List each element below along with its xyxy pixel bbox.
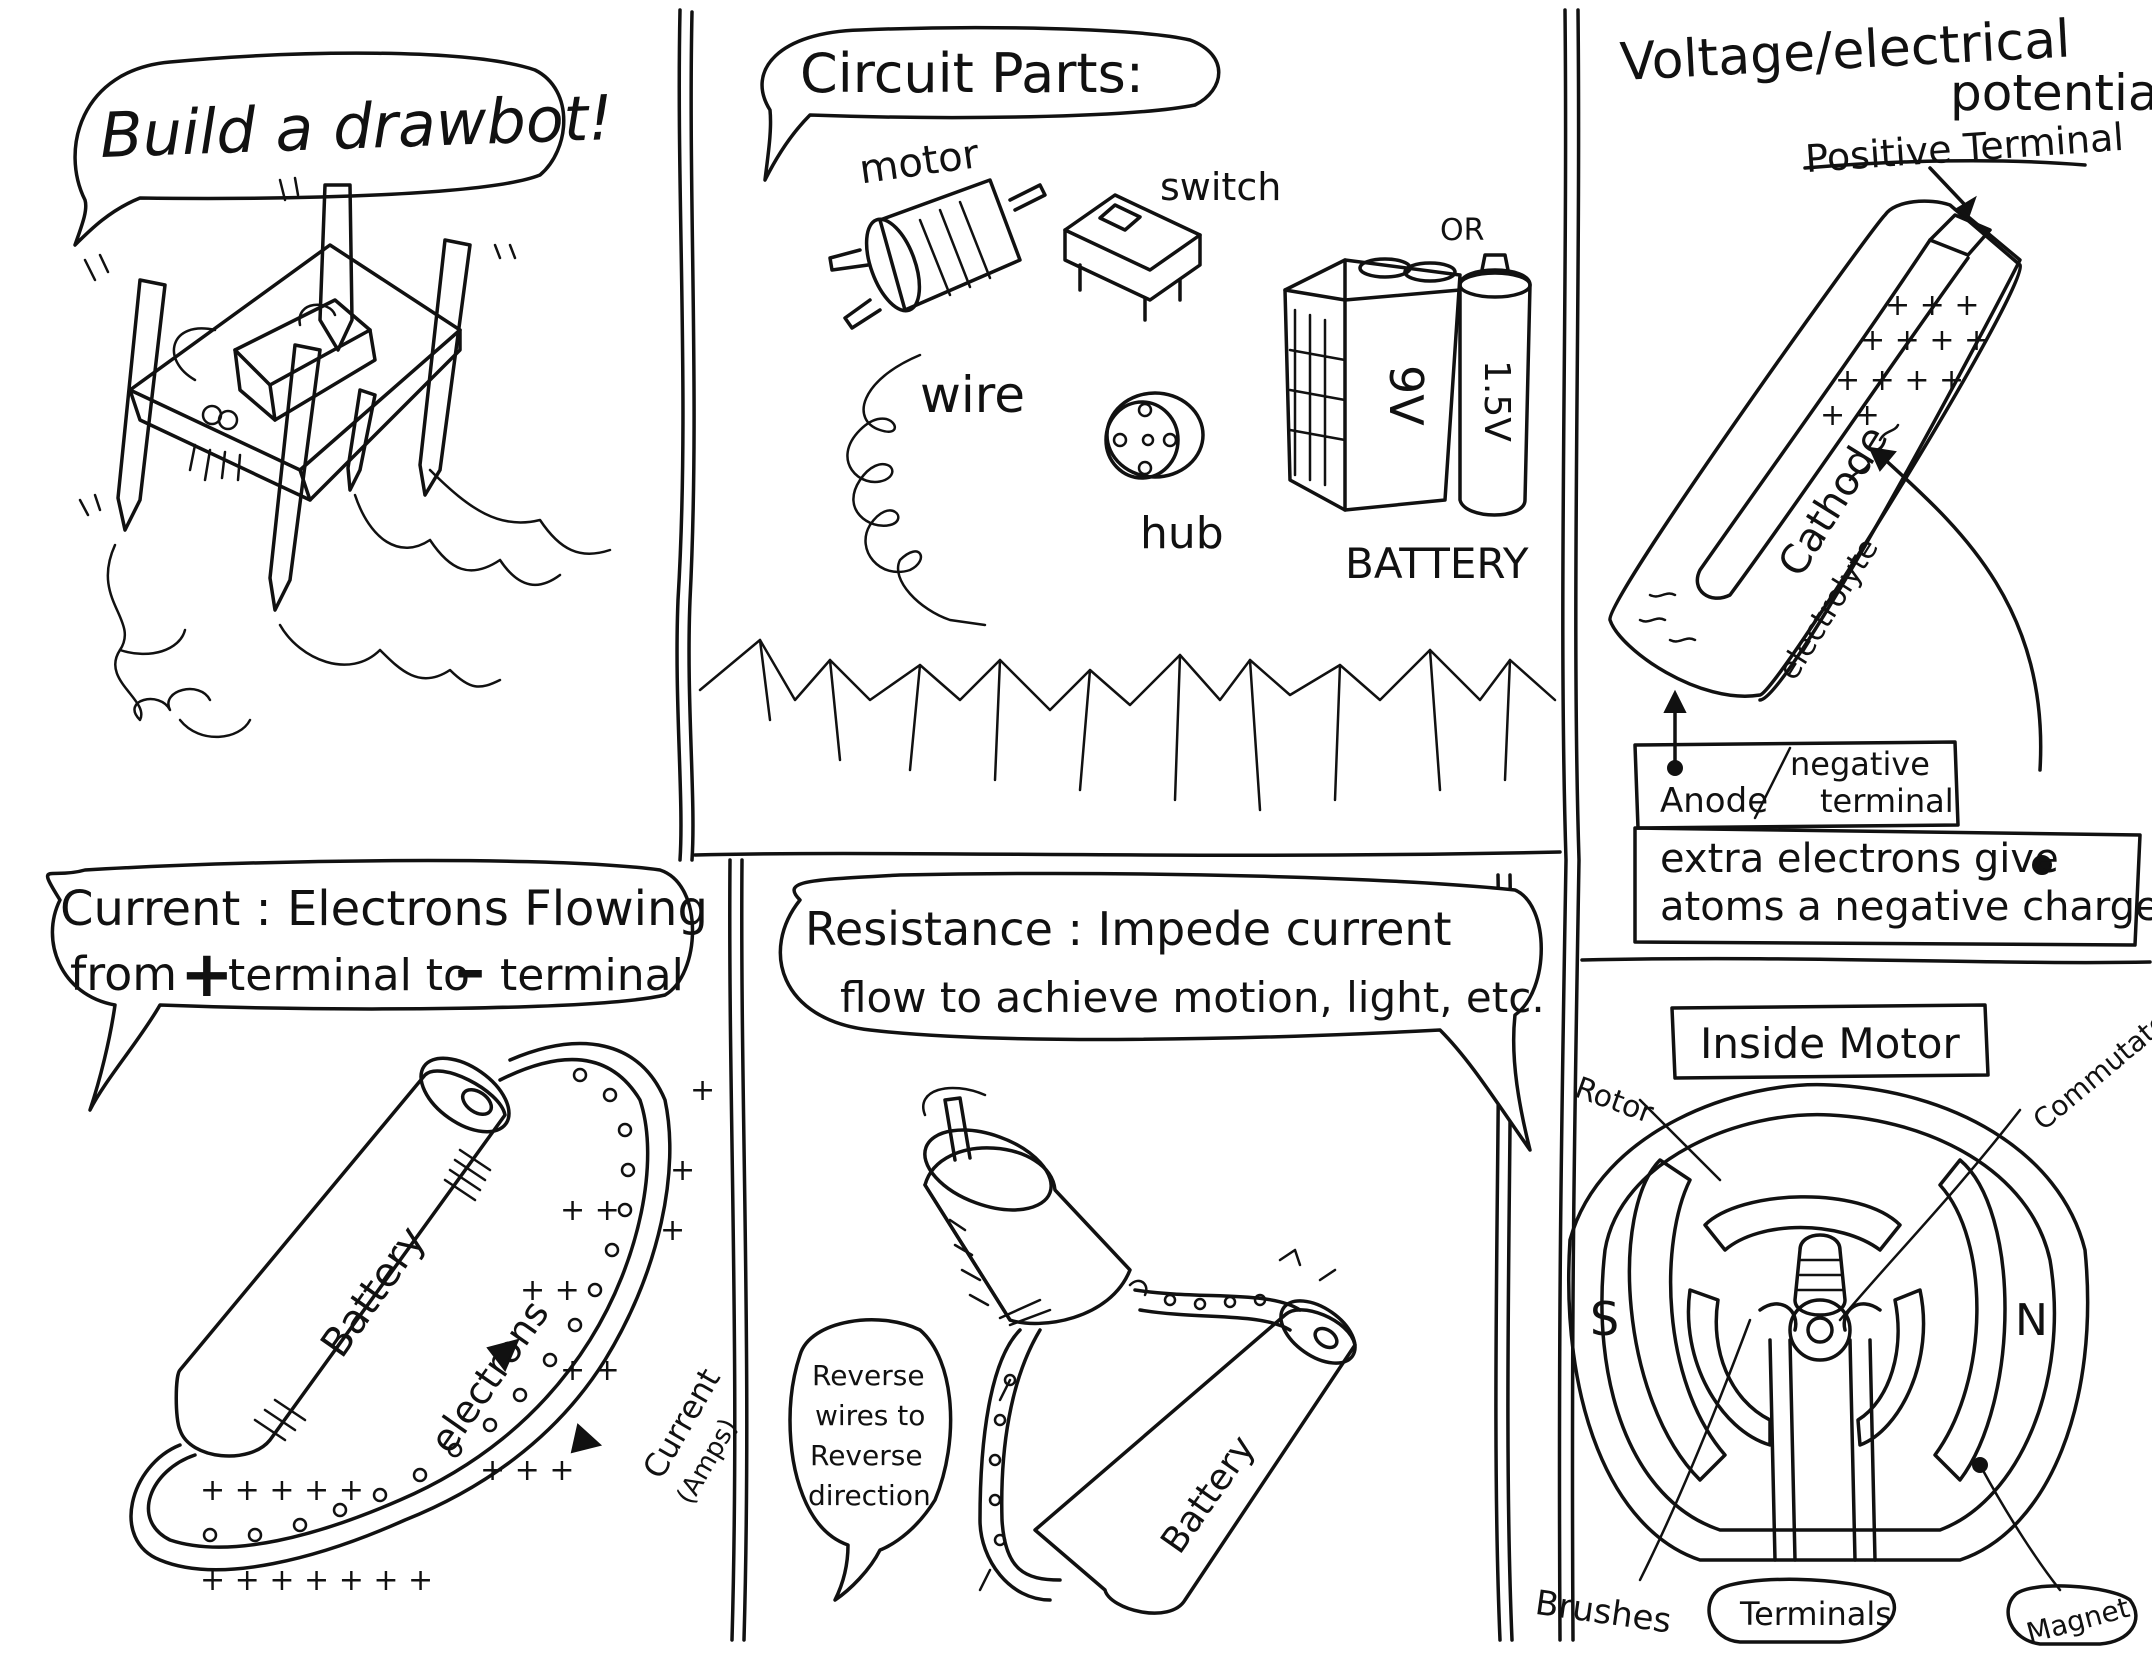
- electron-note-box: extra electrons give atoms a negative ch…: [1633, 826, 2152, 947]
- speech-bubble-drawbot: [73, 51, 566, 247]
- label-n: N: [2015, 1295, 2048, 1346]
- reverse-line2: wires to: [815, 1399, 925, 1432]
- current-arrow: [570, 1423, 603, 1454]
- label-or: OR: [1440, 213, 1484, 248]
- circuit-parts-title: Circuit Parts:: [800, 42, 1144, 105]
- anode-label-box: Anode negative terminal: [1633, 740, 1960, 830]
- terminals-label-bubble: [1707, 1577, 1897, 1644]
- label-brushes: Brushes: [1533, 1583, 1674, 1642]
- panel-drawbot: Build a drawbot!: [73, 51, 614, 739]
- motor-part-icon: motor: [828, 131, 1047, 330]
- reverse-line1: Reverse: [812, 1359, 925, 1392]
- hub-part-icon: hub: [1104, 391, 1224, 559]
- label-terminals: Terminals: [1739, 1595, 1892, 1633]
- minus-symbol: –: [455, 935, 485, 1005]
- resistance-battery-icon: Battery: [1033, 1299, 1357, 1615]
- plus-signs-inner: + +: [560, 1193, 620, 1228]
- battery-aa-icon: 1.5V: [1458, 253, 1532, 517]
- panel-current: Current : Electrons Flowing from + termi…: [45, 858, 744, 1598]
- panel-voltage: Voltage/electrical potential Positive Te…: [1608, 9, 2152, 947]
- plus-signs-inner-2: + +: [520, 1273, 580, 1308]
- label-motor: motor: [856, 131, 982, 193]
- speech-bubble-circuit-parts: [760, 25, 1221, 182]
- motor-cutaway-icon: S N: [1567, 1082, 2090, 1562]
- plus-signs-outer-3: +: [660, 1213, 685, 1248]
- plus-signs-cathode-3: + + +: [1885, 288, 1979, 323]
- resistance-title-line2: flow to achieve motion, light, etc.: [840, 973, 1545, 1022]
- current-title-from: from: [70, 947, 177, 1001]
- drawbot-title: Build a drawbot!: [99, 81, 614, 172]
- panel-resistance: Resistance : Impede current flow to achi…: [778, 871, 1545, 1615]
- label-anode: Anode: [1660, 781, 1768, 821]
- electron-chain: [202, 1067, 636, 1543]
- grass-floor: [693, 638, 1562, 857]
- plus-signs-inner-3: + + + + +: [200, 1473, 364, 1508]
- panel-inside-motor: Inside Motor Rotor Commutator S N: [1533, 998, 2152, 1650]
- label-switch: switch: [1160, 165, 1281, 209]
- label-hub: hub: [1140, 508, 1224, 559]
- plus-signs-outer-4: + +: [560, 1353, 620, 1388]
- label-electrons: electrons: [421, 1292, 557, 1461]
- reverse-line4: direction: [808, 1479, 931, 1512]
- resistance-battery-label: Battery: [1153, 1428, 1263, 1561]
- current-title-terminal-to: terminal to: [228, 950, 470, 1001]
- speech-bubble-resistance: [778, 871, 1543, 1152]
- label-wire: wire: [920, 366, 1025, 424]
- plus-signs-outer-6: + + + + + + +: [200, 1563, 433, 1598]
- label-commutator: Commutator: [2027, 998, 2152, 1137]
- wire-part-icon: wire: [846, 353, 1025, 627]
- battery-9v-icon: 9V: [1283, 257, 1462, 512]
- plus-signs-outer: +: [690, 1073, 715, 1108]
- plus-signs-outer-2: +: [670, 1153, 695, 1188]
- label-9v: 9V: [1379, 365, 1433, 426]
- note-line1: extra electrons give: [1660, 836, 2059, 882]
- plus-signs-cathode-4: + +: [1820, 398, 1880, 433]
- magnet-label-bubble: [2006, 1584, 2138, 1646]
- battery-cutaway-icon: Cathode electrolyte + + + + + + + + + + …: [1608, 199, 2022, 702]
- label-positive-terminal: Positive Terminal: [1804, 115, 2125, 181]
- plus-signs-cathode-2: + + + +: [1860, 323, 1989, 358]
- label-negative-line1: negative: [1790, 745, 1930, 783]
- current-battery-label: Battery: [312, 1218, 435, 1366]
- resistance-title-line1: Resistance : Impede current: [805, 902, 1452, 956]
- reverse-line3: Reverse: [810, 1439, 923, 1472]
- current-title-line1: Current : Electrons Flowing: [60, 881, 708, 937]
- label-negative-line2: terminal: [1820, 782, 1954, 820]
- speech-bubble-reverse: [788, 1318, 953, 1602]
- plus-signs-outer-5: + + +: [480, 1453, 574, 1488]
- resistance-motor-icon: [922, 1086, 1148, 1327]
- speech-bubble-current: [45, 858, 695, 1112]
- label-battery: BATTERY: [1345, 539, 1529, 588]
- resistance-wire-beads: [988, 1293, 1267, 1547]
- plus-symbol: +: [180, 938, 234, 1012]
- electron-arrow: [486, 1338, 520, 1372]
- panel-circuit-parts: Circuit Parts: motor switch OR: [693, 25, 1562, 857]
- drawbot-illustration: [78, 176, 612, 739]
- switch-part-icon: switch: [1063, 165, 1281, 322]
- current-title-terminal: terminal: [500, 950, 684, 1001]
- label-1-5v: 1.5V: [1476, 360, 1517, 442]
- inside-motor-title-box: [1670, 1003, 1990, 1080]
- inside-motor-title: Inside Motor: [1700, 1019, 1961, 1068]
- voltage-title-line2: potential: [1950, 64, 2152, 122]
- label-rotor: Rotor: [1570, 1070, 1658, 1131]
- note-line2: atoms a negative charge: [1660, 884, 2152, 930]
- label-s: S: [1590, 1292, 1619, 1346]
- plus-signs-cathode: + + + +: [1835, 363, 1964, 398]
